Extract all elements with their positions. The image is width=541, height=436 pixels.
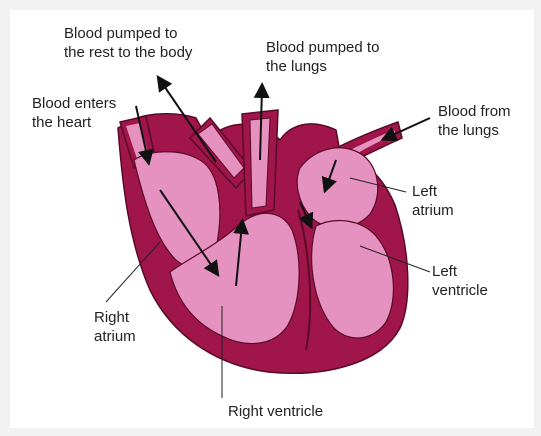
label-left-ventricle-1: Left [432, 262, 457, 281]
label-from-lungs-2: the lungs [438, 121, 499, 140]
label-right-atrium-1: Right [94, 308, 129, 327]
label-enters-1: Blood enters [32, 94, 116, 113]
label-pumped-body-1: Blood pumped to [64, 24, 177, 43]
label-pumped-body-2: the rest to the body [64, 43, 192, 62]
label-pumped-lungs-2: the lungs [266, 57, 327, 76]
label-left-ventricle-2: ventricle [432, 281, 488, 300]
label-left-atrium-1: Left [412, 182, 437, 201]
label-enters-2: the heart [32, 113, 91, 132]
label-left-atrium-2: atrium [412, 201, 454, 220]
label-from-lungs-1: Blood from [438, 102, 511, 121]
left-atrium-chamber [297, 148, 377, 228]
label-right-atrium-2: atrium [94, 327, 136, 346]
label-pumped-lungs-1: Blood pumped to [266, 38, 379, 57]
label-right-ventricle: Right ventricle [228, 402, 323, 421]
diagram-canvas: Blood pumped to the rest to the body Blo… [10, 10, 534, 428]
